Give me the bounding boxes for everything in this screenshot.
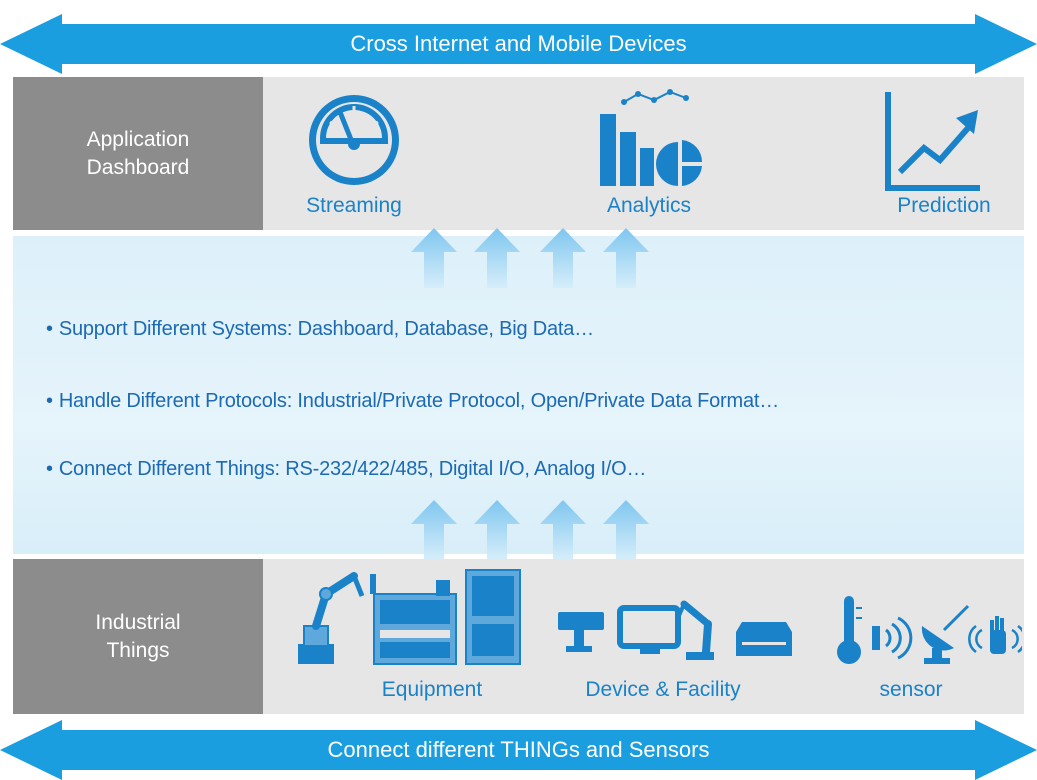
up-arrow-icon [603,228,649,288]
ind-label-line2: Things [106,638,170,662]
ind-label-line1: Industrial [95,610,181,634]
prediction-label: Prediction [897,194,991,217]
analytics-icon [600,89,703,186]
industrial-things-label: Industrial Things [13,559,263,714]
bullet-dot: • [46,458,53,480]
application-dashboard-label: Application Dashboard [13,77,263,230]
app-label-line2: Dashboard [86,155,190,179]
top-double-arrow-banner: Cross Internet and Mobile Devices [0,14,1037,74]
bullet-things-text: Connect Different Things: RS-232/422/485… [58,458,647,480]
up-arrow-icon [474,500,520,560]
up-arrow-icon [603,500,649,560]
sensor-icon [837,596,1022,664]
up-arrow-icon [474,228,520,288]
streaming-label: Streaming [306,194,402,217]
top-banner-text: Cross Internet and Mobile Devices [350,31,687,56]
device-facility-icon [558,600,792,660]
up-arrow-icon [411,500,457,560]
bullet-protocols-text: Handle Different Protocols: Industrial/P… [58,390,780,412]
bullet-dot: • [46,390,53,412]
bullet-things: •Connect Different Things: RS-232/422/48… [46,458,647,481]
bullet-systems-text: Support Different Systems: Dashboard, Da… [58,318,594,340]
bottom-banner-text: Connect different THINGs and Sensors [327,737,710,762]
double-arrow-icon [0,14,1037,74]
equipment-label: Equipment [381,678,483,701]
analytics-label: Analytics [606,194,692,217]
app-label-line1: Application [86,127,190,151]
trend-up-icon [885,92,980,191]
up-arrow-icon [540,500,586,560]
equipment-icon [298,569,521,665]
bullet-dot: • [46,318,53,340]
speedometer-icon [309,95,399,185]
up-arrow-icon [411,228,457,288]
up-arrow-icon [540,228,586,288]
bottom-double-arrow-banner: Connect different THINGs and Sensors [0,720,1037,780]
bullet-protocols: •Handle Different Protocols: Industrial/… [46,390,779,413]
double-arrow-icon [0,720,1037,780]
middle-capability-band: •Support Different Systems: Dashboard, D… [13,236,1024,554]
sensor-label: sensor [879,678,943,701]
device-facility-label: Device & Facility [585,678,741,701]
bullet-systems: •Support Different Systems: Dashboard, D… [46,318,594,341]
